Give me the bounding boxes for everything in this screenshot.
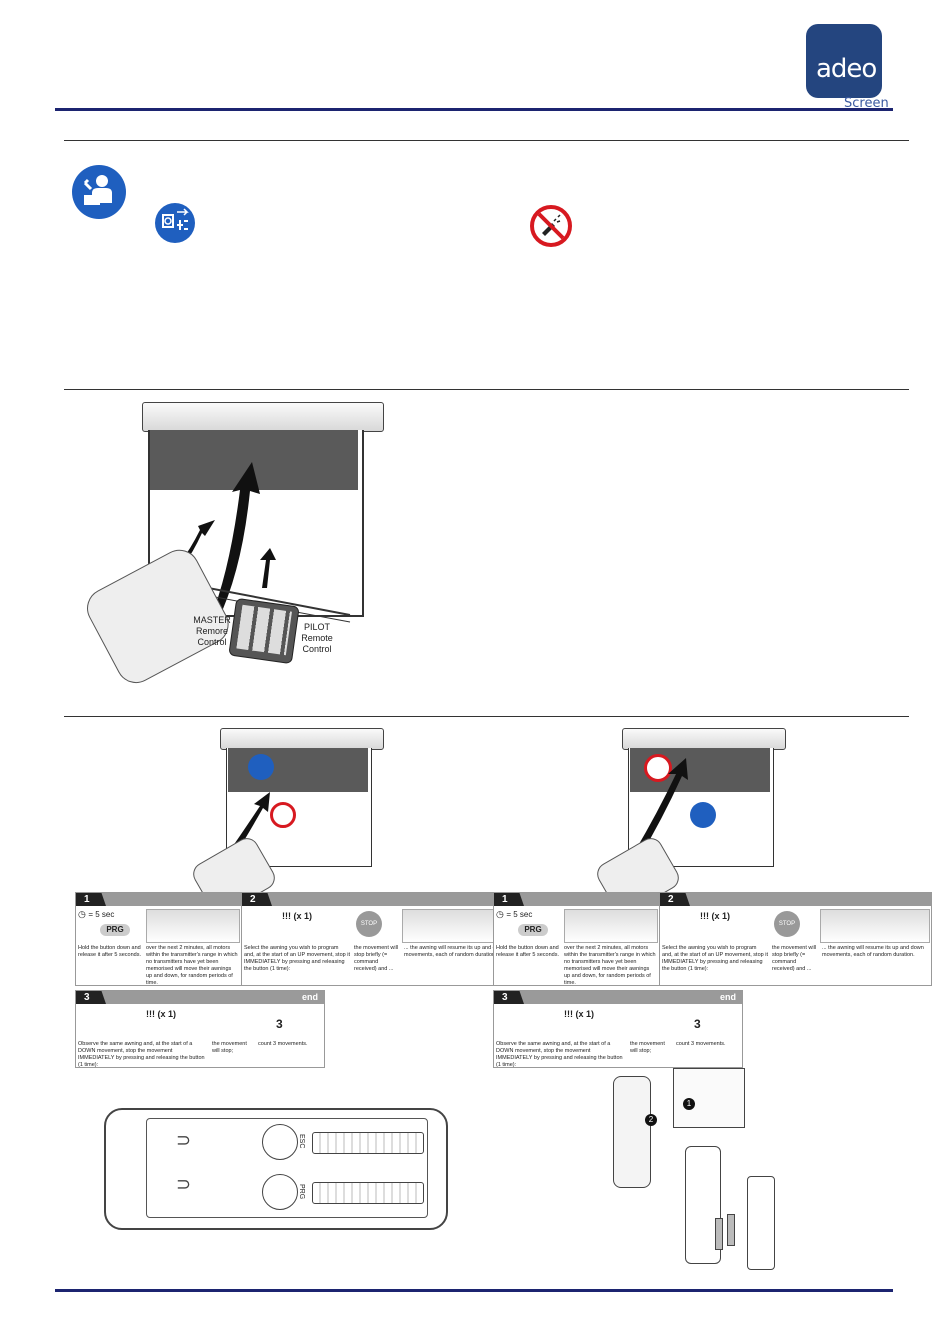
step-2-text-b: the movement will stop briefly (= comman…: [772, 945, 817, 972]
step-number: 2: [242, 893, 272, 906]
no-spray-cleaning-icon: [270, 802, 296, 828]
section-divider: [64, 389, 909, 390]
step-1-text-b: over the next 2 minutes, all motors with…: [146, 945, 238, 986]
step-1-text-b: over the next 2 minutes, all motors with…: [564, 945, 656, 986]
end-label: end: [719, 992, 736, 1002]
section-divider: [64, 716, 909, 717]
step-2-text-a: Select the awning you wish to program an…: [244, 945, 350, 972]
prg-button: PRG: [518, 924, 548, 936]
battery-replacement-illustration: 1 2: [605, 1068, 785, 1270]
step-3-text-c: count 3 movements.: [258, 1041, 308, 1047]
awing-movement-graphic: [820, 909, 930, 943]
step-3-text-c: count 3 movements.: [676, 1041, 726, 1047]
step-1-panel-left: 1 ◷ = 5 sec PRG Hold the button down and…: [75, 892, 242, 986]
logo-subtext: Screen: [844, 96, 889, 111]
press-count: !!! (x 1): [564, 1009, 594, 1019]
step-3-text-a: Observe the same awning and, at the star…: [496, 1041, 623, 1068]
detail-box: [673, 1068, 745, 1128]
technician-manual-icon: [72, 165, 126, 219]
timer-prg: ◷ = 5 sec PRG: [496, 909, 560, 941]
press-count: !!! (x 1): [282, 911, 312, 921]
unplug-power-icon: [248, 754, 274, 780]
step-number: 2: [660, 893, 690, 906]
clip-icon: ⊃: [176, 1130, 192, 1150]
clip-icon: ⊃: [176, 1174, 192, 1194]
step-2-marker: 2: [645, 1114, 657, 1126]
footer-rule: [55, 1289, 893, 1292]
master-remote-label: MASTER Remore Control: [193, 615, 231, 647]
step-3-text-a: Observe the same awning and, at the star…: [78, 1041, 205, 1068]
logo-badge: [806, 24, 882, 98]
timer-prg: ◷ = 5 sec PRG: [78, 909, 142, 941]
battery: [312, 1132, 424, 1154]
movement-count: 3: [276, 1017, 283, 1031]
step-number: 1: [76, 893, 106, 906]
step-2-panel-left: 2 !!! (x 1) STOP Select the awning you w…: [241, 892, 514, 986]
awing-movement-graphic: [146, 909, 240, 943]
pilot-remote-label: PILOT Remote Control: [301, 622, 333, 654]
battery: [727, 1214, 735, 1246]
unplug-power-icon: [690, 802, 716, 828]
battery: [312, 1182, 424, 1204]
no-spray-cleaning-icon: [530, 205, 572, 247]
step-1-marker: 1: [683, 1098, 695, 1110]
remote-cover: [747, 1176, 775, 1270]
step-1-text-a: Hold the button down and release it afte…: [78, 945, 141, 958]
step-2-text-c: ... the awning will resume its up and do…: [404, 945, 506, 958]
prg-button: PRG: [100, 924, 130, 936]
step-2-text-b: the movement will stop briefly (= comman…: [354, 945, 399, 972]
press-count: !!! (x 1): [700, 911, 730, 921]
step-2-panel-right: 2 !!! (x 1) STOP Select the awning you w…: [659, 892, 932, 986]
remote-back: [613, 1076, 651, 1188]
header-rule: [55, 108, 893, 111]
unplug-power-icon: [155, 203, 195, 243]
stop-button: STOP: [774, 911, 800, 937]
esc-button-contact: [262, 1124, 298, 1160]
esc-label: ESC: [298, 1134, 305, 1149]
step-2-text-a: Select the awning you wish to program an…: [662, 945, 768, 972]
step-3-text-b: the movement will stop;: [630, 1041, 665, 1054]
adeo-screen-logo: adeo Screen: [804, 24, 889, 111]
press-count: !!! (x 1): [146, 1009, 176, 1019]
stop-button: STOP: [356, 911, 382, 937]
logo-text: adeo: [816, 54, 877, 84]
end-label: end: [301, 992, 318, 1002]
battery: [715, 1218, 723, 1250]
step-3-panel-right: 3 end !!! (x 1) 3 Observe the same awnin…: [493, 990, 743, 1068]
step-3-text-b: the movement will stop;: [212, 1041, 247, 1054]
battery-compartment: ⊃ ⊃ ESC PRG: [104, 1108, 448, 1230]
no-spray-cleaning-icon: [644, 754, 672, 782]
prg-label: PRG: [298, 1184, 305, 1200]
step-1-panel-right: 1 ◷ = 5 sec PRG Hold the button down and…: [493, 892, 660, 986]
step-1-text-a: Hold the button down and release it afte…: [496, 945, 559, 958]
section-divider: [64, 140, 909, 141]
step-2-text-c: ... the awning will resume its up and do…: [822, 945, 924, 958]
movement-count: 3: [694, 1017, 701, 1031]
step-number: 1: [494, 893, 524, 906]
prg-button-contact: [262, 1174, 298, 1210]
right-screen-illustration: [592, 726, 796, 919]
awing-movement-graphic: [564, 909, 658, 943]
screen-remote-illustration: MASTER Remore Control PILOT Remote Contr…: [80, 400, 400, 691]
step-number: 3: [76, 991, 106, 1004]
left-screen-illustration: [188, 726, 390, 919]
step-number: 3: [494, 991, 524, 1004]
step-3-panel-left: 3 end !!! (x 1) 3 Observe the same awnin…: [75, 990, 325, 1068]
